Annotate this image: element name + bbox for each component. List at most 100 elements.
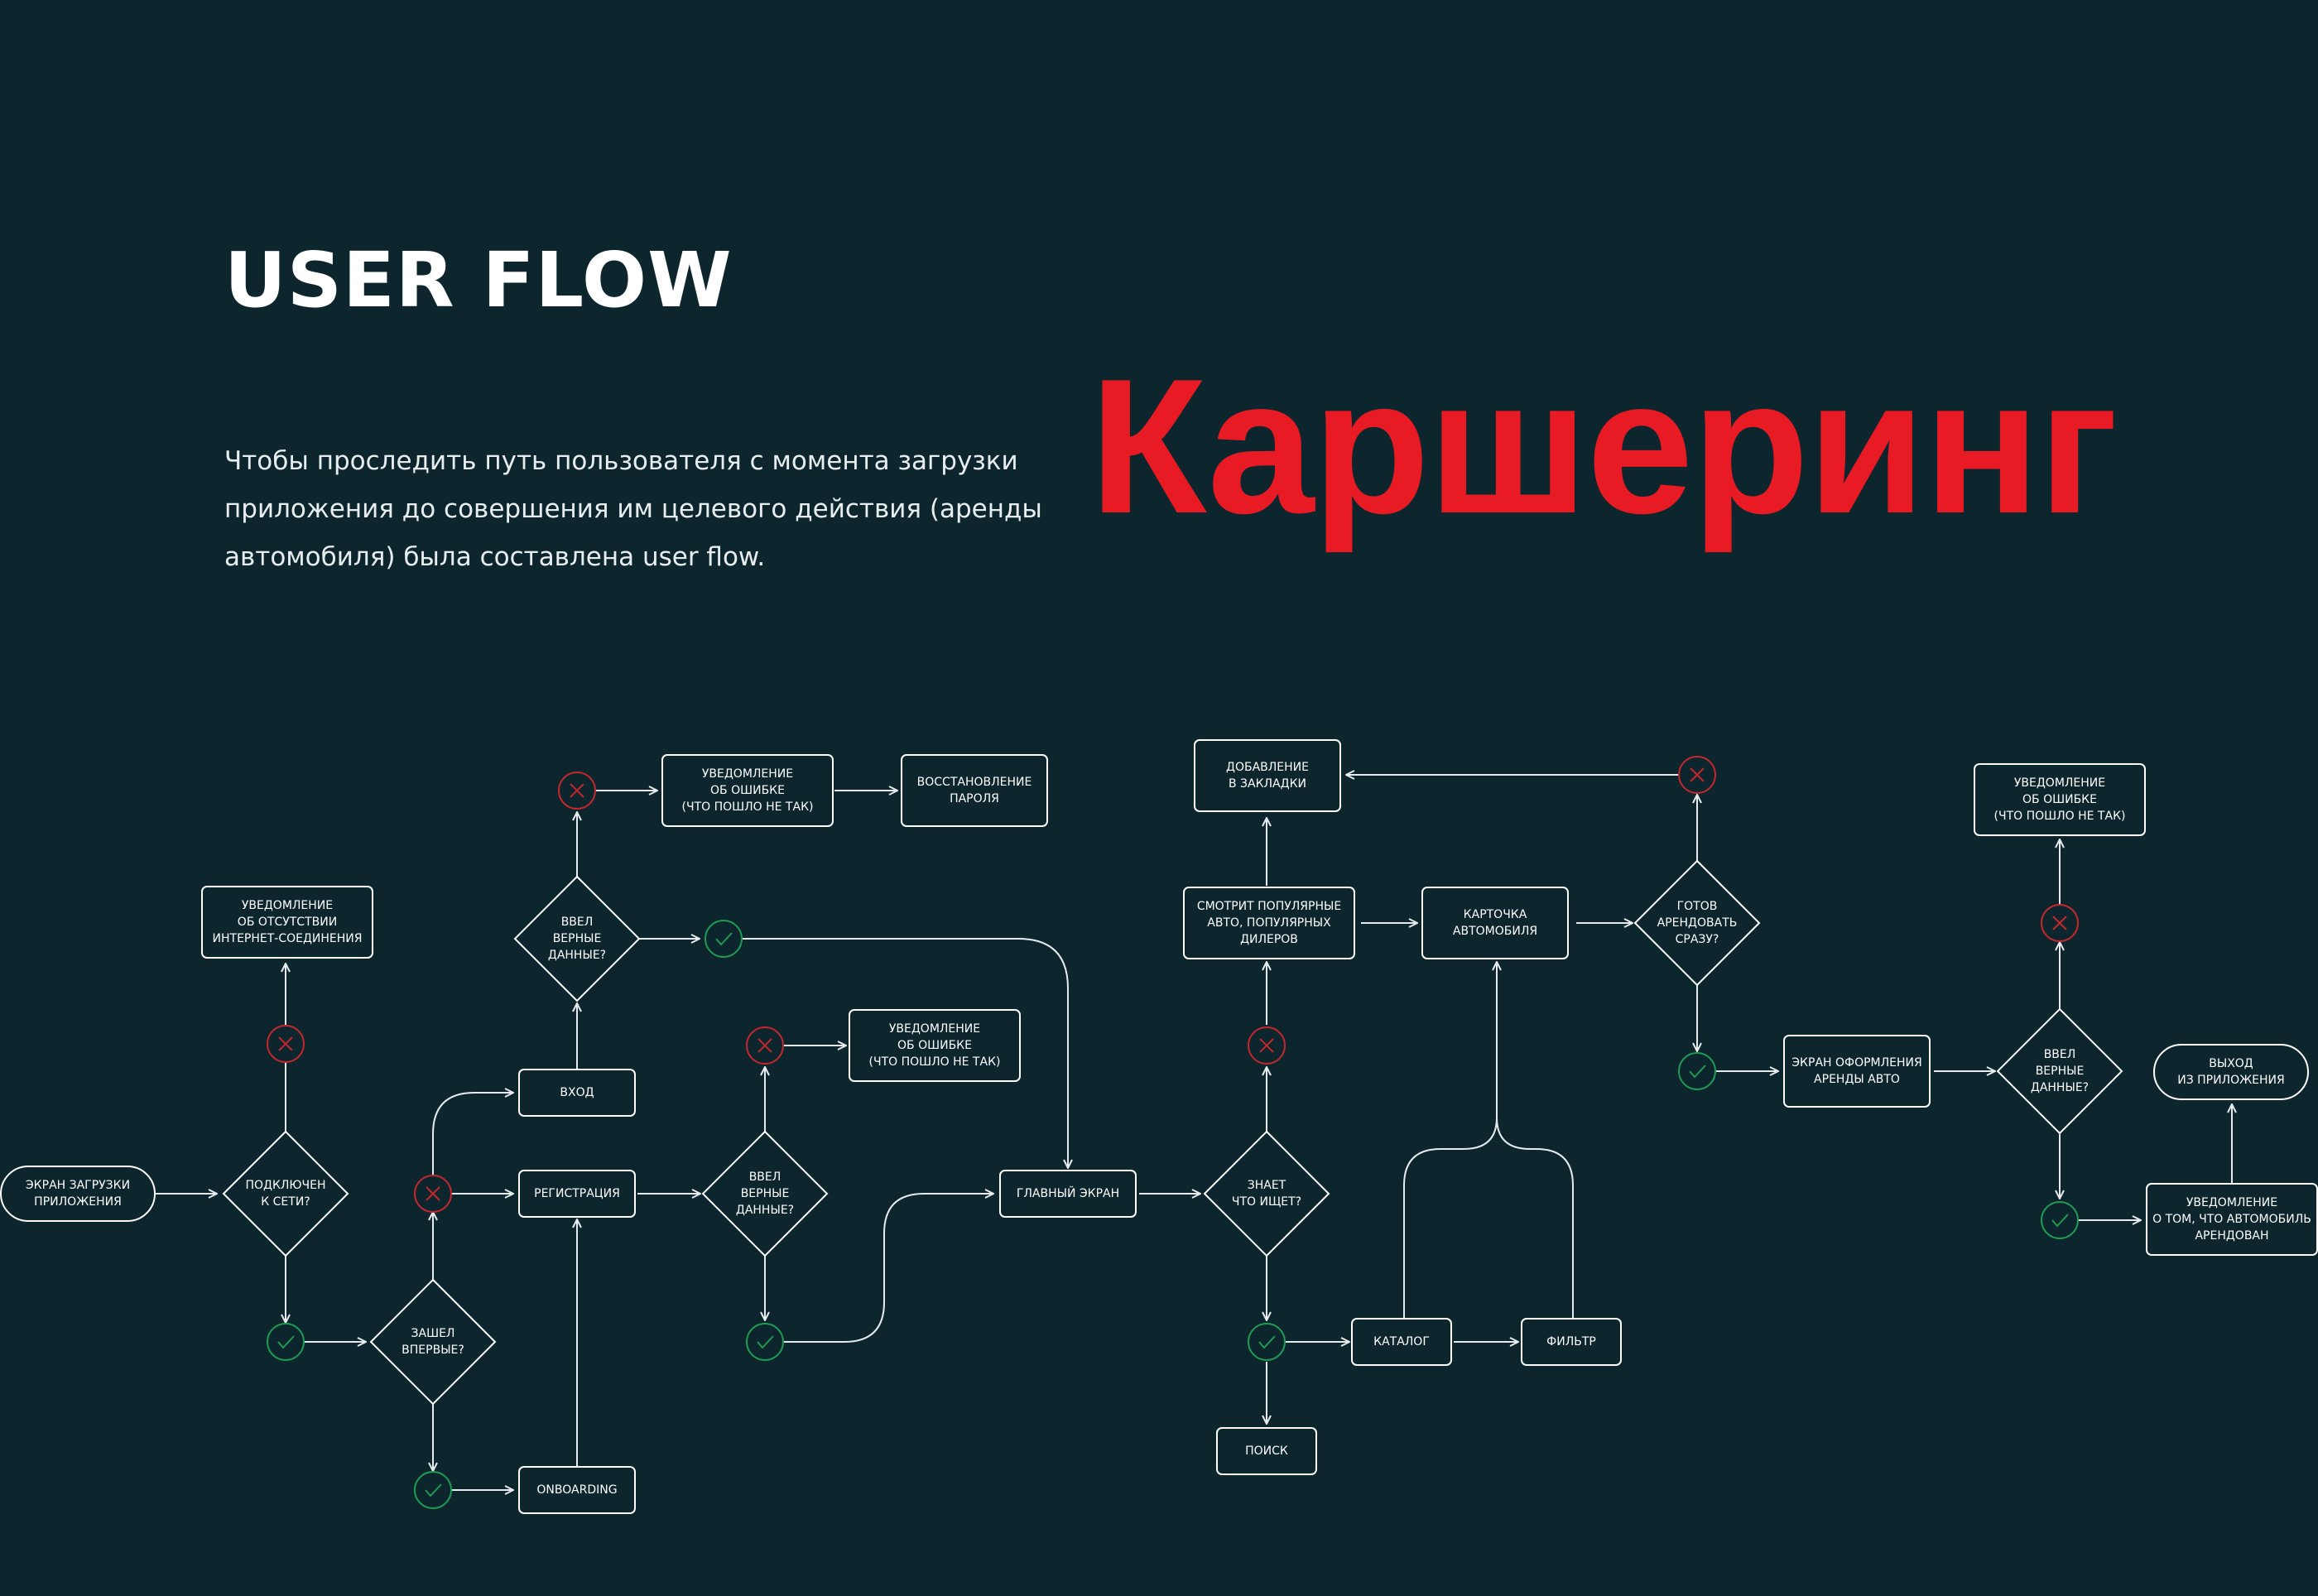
cross-icon <box>2041 904 2079 942</box>
edge-filter-to-card <box>1496 1117 1574 1318</box>
node-label: АРЕНДОВАН <box>2195 1229 2268 1243</box>
node-label: ОБ ОШИБКЕ <box>897 1039 972 1052</box>
node-label: АВТОМОБИЛЯ <box>1453 925 1537 938</box>
flow-node-onboarding: ONBOARDING <box>518 1466 636 1514</box>
node-label: ОБ ОШИБКЕ <box>2022 793 2097 806</box>
flow-node-card: КАРТОЧКА АВТОМОБИЛЯ <box>1421 887 1569 959</box>
node-label: ФИЛЬТР <box>1546 1335 1596 1348</box>
node-label: ПОИСК <box>1245 1445 1288 1458</box>
node-label: УВЕДОМЛЕНИЕ <box>2186 1196 2277 1209</box>
flow-node-restore: ВОССТАНОВЛЕНИЕ ПАРОЛЯ <box>901 754 1048 827</box>
process-box <box>518 1466 636 1514</box>
page-title: USER FLOW <box>224 236 733 324</box>
flow-node-err-login: УВЕДОМЛЕНИЕ ОБ ОШИБКЕ (ЧТО ПОШЛО НЕ ТАК) <box>661 754 834 827</box>
node-label: ГОТОВ <box>1677 900 1718 913</box>
node-label: ВВЕЛ <box>749 1171 781 1184</box>
node-label: (ЧТО ПОШЛО НЕ ТАК) <box>682 800 814 814</box>
node-label: ДАННЫЕ? <box>2031 1081 2089 1094</box>
node-label: КАТАЛОГ <box>1373 1335 1430 1348</box>
terminal-pill <box>2153 1044 2309 1100</box>
check-icon <box>2041 1201 2079 1239</box>
node-label: ЭКРАН ОФОРМЛЕНИЯ <box>1791 1056 1921 1070</box>
node-label: ВВЕЛ <box>561 916 594 929</box>
cross-icon <box>1248 1026 1286 1065</box>
edge-reg-yes-to-main <box>784 1194 993 1343</box>
node-label: ДОБАВЛЕНИЕ <box>1226 761 1309 774</box>
edge-first-no-to-login <box>432 1093 513 1175</box>
node-label: ВВЕЛ <box>2044 1048 2076 1061</box>
flow-node-register: РЕГИСТРАЦИЯ <box>518 1170 636 1218</box>
check-icon <box>1678 1052 1716 1090</box>
flow-node-rented: УВЕДОМЛЕНИЕ О ТОМ, ЧТО АВТОМОБИЛЬ АРЕНДОВА… <box>2146 1183 2318 1256</box>
node-label: АВТО, ПОПУЛЯРНЫХ <box>1207 916 1331 930</box>
flow-node-main: ГЛАВНЫЙ ЭКРАН <box>999 1170 1137 1218</box>
process-box <box>2146 1183 2318 1256</box>
flow-edges <box>156 775 2232 1490</box>
decision-markers <box>267 756 2079 1509</box>
decision-diamond <box>1633 859 1761 987</box>
flow-node-search: ПОИСК <box>1216 1427 1317 1475</box>
node-label: ВПЕРВЫЕ? <box>402 1344 464 1357</box>
flow-node-q-rent-data: ВВЕЛ ВЕРНЫЕ ДАННЫЕ? <box>1996 1007 2123 1135</box>
process-box <box>999 1170 1137 1218</box>
node-label: КАРТОЧКА <box>1464 908 1527 921</box>
check-icon <box>414 1471 452 1509</box>
process-box <box>1216 1427 1317 1475</box>
node-label: О ТОМ, ЧТО АВТОМОБИЛЬ <box>2152 1213 2311 1226</box>
node-label: ВЫХОД <box>2209 1057 2253 1070</box>
check-icon <box>746 1323 784 1361</box>
node-label: ПАРОЛЯ <box>950 792 999 805</box>
node-label: ВЕРНЫЕ <box>2036 1065 2085 1078</box>
node-label: УВЕДОМЛЕНИЕ <box>2014 776 2105 790</box>
process-box <box>1974 763 2146 836</box>
flow-node-login: ВХОД <box>518 1069 636 1117</box>
node-label: УВЕДОМЛЕНИЕ <box>242 899 333 912</box>
node-label: ДИЛЕРОВ <box>1240 933 1298 946</box>
process-box <box>661 754 834 827</box>
decision-diamond <box>513 875 641 1002</box>
flow-node-q-reg-data: ВВЕЛ ВЕРНЫЕ ДАННЫЕ? <box>701 1130 829 1257</box>
node-label: ВОССТАНОВЛЕНИЕ <box>917 776 1032 789</box>
process-box <box>1194 739 1341 812</box>
terminal-pill <box>0 1166 156 1222</box>
process-box <box>849 1009 1021 1082</box>
node-label: УВЕДОМЛЕНИЕ <box>889 1022 980 1036</box>
node-label: (ЧТО ПОШЛО НЕ ТАК) <box>869 1055 1001 1069</box>
node-label: К СЕТИ? <box>261 1195 310 1209</box>
flow-node-catalog: КАТАЛОГ <box>1351 1318 1452 1366</box>
decision-diamond <box>701 1130 829 1257</box>
cross-icon <box>414 1175 452 1213</box>
node-label: ЭКРАН ЗАГРУЗКИ <box>26 1179 130 1192</box>
flow-node-bookmarks: ДОБАВЛЕНИЕ В ЗАКЛАДКИ <box>1194 739 1341 812</box>
node-label: В ЗАКЛАДКИ <box>1229 777 1306 791</box>
cross-icon <box>558 772 596 810</box>
node-label: АРЕНДЫ АВТО <box>1814 1073 1900 1086</box>
node-label: ОБ ОШИБКЕ <box>710 784 785 797</box>
process-box <box>1183 887 1355 959</box>
edge-catalog-to-card <box>1403 962 1497 1318</box>
node-label: УВЕДОМЛЕНИЕ <box>702 767 793 781</box>
check-icon <box>705 920 743 958</box>
cross-icon <box>267 1025 305 1063</box>
flow-node-rent: ЭКРАН ОФОРМЛЕНИЯ АРЕНДЫ АВТО <box>1783 1035 1931 1108</box>
process-box <box>1351 1318 1452 1366</box>
edge-login-yes-to-main <box>743 938 1068 1168</box>
decision-diamond <box>222 1130 349 1257</box>
node-label: ИНТЕРНЕТ-СОЕДИНЕНИЯ <box>213 932 363 945</box>
process-box <box>518 1170 636 1218</box>
process-box <box>1521 1318 1622 1366</box>
node-label: ВЕРНЫЕ <box>741 1187 790 1200</box>
node-label: ДАННЫЕ? <box>736 1204 794 1217</box>
flow-node-err-reg: УВЕДОМЛЕНИЕ ОБ ОШИБКЕ (ЧТО ПОШЛО НЕ ТАК) <box>849 1009 1021 1082</box>
node-label: ВЕРНЫЕ <box>553 932 602 945</box>
node-label: ЧТО ИЩЕТ? <box>1232 1195 1301 1209</box>
